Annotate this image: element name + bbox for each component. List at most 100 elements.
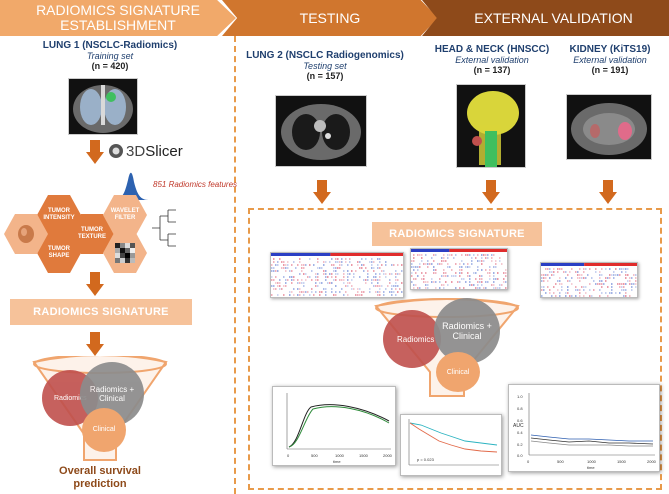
heatmap-cell bbox=[277, 282, 279, 284]
heatmap-cell bbox=[449, 254, 451, 256]
heatmap-cell bbox=[391, 294, 393, 296]
heatmap-cell bbox=[335, 273, 337, 275]
heatmap-cell bbox=[431, 257, 433, 259]
heatmap-cell bbox=[595, 268, 597, 270]
survival-curve-plot: 0 500 1000 1500 2000 time bbox=[272, 386, 396, 466]
heatmap-cell bbox=[561, 268, 563, 270]
heatmap-cell bbox=[557, 271, 559, 273]
heatmap-cell bbox=[333, 264, 335, 266]
heatmap-cell bbox=[483, 260, 485, 262]
heatmap-cell bbox=[481, 284, 483, 286]
right-combined-label: Radiomics + Clinical bbox=[442, 320, 492, 341]
heatmap-cell bbox=[565, 292, 567, 294]
heatmap-cell bbox=[377, 285, 379, 287]
heatmap-cell bbox=[597, 283, 599, 285]
heatmap-cell bbox=[557, 268, 559, 270]
heatmap-cell bbox=[577, 289, 579, 291]
auc-xtick-0: 0 bbox=[527, 459, 530, 464]
hex-tumor-image bbox=[4, 214, 48, 254]
heatmap-cell bbox=[583, 295, 585, 297]
heatmap-lung2-drawing bbox=[271, 253, 403, 296]
heatmap-cell bbox=[615, 274, 617, 276]
heatmap-cell bbox=[599, 271, 601, 273]
heatmap-cell bbox=[379, 273, 381, 275]
slicer-logo: 3D Slicer bbox=[108, 140, 183, 162]
heatmap-cell bbox=[357, 261, 359, 263]
heatmap-cell bbox=[505, 287, 507, 289]
heatmap-cell bbox=[335, 285, 337, 287]
heatmap-cell bbox=[421, 254, 423, 256]
heatmap-cell bbox=[543, 286, 545, 288]
heatmap-cell bbox=[579, 280, 581, 282]
heatmap-cell bbox=[385, 264, 387, 266]
heatmap-cell bbox=[483, 287, 485, 289]
heatmap-cell bbox=[339, 267, 341, 269]
heatmap-cell bbox=[303, 264, 305, 266]
heatmap-cell bbox=[271, 267, 273, 269]
heatmap-cell bbox=[631, 286, 633, 288]
heatmap-cell bbox=[303, 267, 305, 269]
heatmap-cell bbox=[323, 288, 325, 290]
heatmap-cell bbox=[337, 273, 339, 275]
heatmap-cell bbox=[447, 257, 449, 259]
heatmap-cell bbox=[459, 266, 461, 268]
heatmap-cell bbox=[283, 276, 285, 278]
heatmap-cell bbox=[627, 280, 629, 282]
heatmap-cell bbox=[625, 271, 627, 273]
heatmap-cell bbox=[481, 260, 483, 262]
heatmap-cell bbox=[425, 284, 427, 286]
heatmap-cell bbox=[365, 282, 367, 284]
heatmap-cell bbox=[431, 263, 433, 265]
heatmap-cell bbox=[369, 291, 371, 293]
heatmap-cell bbox=[569, 295, 571, 297]
heatmap-cell bbox=[427, 266, 429, 268]
heatmap-cell bbox=[577, 274, 579, 276]
heatmap-cell bbox=[583, 271, 585, 273]
heatmap-cell bbox=[341, 258, 343, 260]
heatmap-cell bbox=[579, 274, 581, 276]
heatmap-cell bbox=[619, 286, 621, 288]
heatmap-cell bbox=[325, 288, 327, 290]
lung2-name: LUNG 2 (NSCLC Radiogenomics) bbox=[246, 50, 404, 61]
heatmap-cell bbox=[411, 266, 413, 268]
heatmap-cell bbox=[335, 261, 337, 263]
heatmap-cell bbox=[335, 267, 337, 269]
kidney-name: KIDNEY (KiTS19) bbox=[569, 44, 651, 55]
heatmap-cell bbox=[599, 274, 601, 276]
lung1-ct-drawing bbox=[73, 85, 133, 133]
heatmap-cell bbox=[347, 264, 349, 266]
heatmap-cell bbox=[351, 285, 353, 287]
heatmap-cell bbox=[383, 291, 385, 293]
heatmap-cell bbox=[467, 254, 469, 256]
heatmap-cell bbox=[545, 277, 547, 279]
heatmap-cell bbox=[289, 291, 291, 293]
lung1-ct-image bbox=[68, 78, 138, 135]
heatmap-cell bbox=[629, 283, 631, 285]
auc-xtick-3: 1500 bbox=[617, 459, 627, 464]
heatmap-cell bbox=[427, 284, 429, 286]
heatmap-cell bbox=[551, 274, 553, 276]
heatmap-cell bbox=[583, 268, 585, 270]
heatmap-cell bbox=[629, 277, 631, 279]
auc-xtick-1: 500 bbox=[557, 459, 564, 464]
heatmap-cell bbox=[315, 279, 317, 281]
heatmap-cell bbox=[565, 271, 567, 273]
heatmap-cell bbox=[275, 276, 277, 278]
heatmap-cell bbox=[615, 268, 617, 270]
heatmap-cell bbox=[311, 291, 313, 293]
heatmap-cell bbox=[445, 272, 447, 274]
heatmap-cell bbox=[575, 286, 577, 288]
heatmap-cell bbox=[299, 273, 301, 275]
heatmap-cell bbox=[443, 287, 445, 289]
heatmap-cell bbox=[421, 257, 423, 259]
heatmap-cell bbox=[459, 269, 461, 271]
heatmap-cell bbox=[335, 258, 337, 260]
heatmap-cell bbox=[285, 264, 287, 266]
heatmap-cell bbox=[561, 283, 563, 285]
heatmap-cell bbox=[355, 270, 357, 272]
heatmap-cell bbox=[349, 261, 351, 263]
heatmap-cell bbox=[391, 285, 393, 287]
heatmap-cell bbox=[461, 254, 463, 256]
heatmap-cell bbox=[305, 291, 307, 293]
heatmap-cell bbox=[575, 271, 577, 273]
